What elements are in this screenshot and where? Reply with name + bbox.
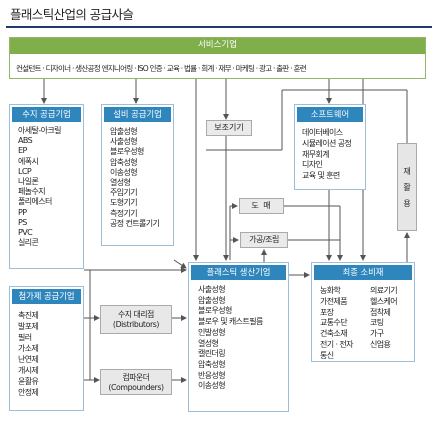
list-item: 페놀수지 xyxy=(18,187,46,197)
list-item: 데이터베이스 xyxy=(302,128,343,137)
list-item: 개시제 xyxy=(18,366,39,375)
wholesale-box: 도 매 xyxy=(239,198,284,214)
compounders-label: 컴파운더 xyxy=(122,373,150,382)
resin-suppliers-box: 수지 공급기업 아세탈-아크릴 ABS EP 에폭시 LCP 나일론 페놀수지 … xyxy=(9,104,84,269)
recycle-char: 용 xyxy=(403,199,411,208)
recycle-char: 활 xyxy=(403,183,411,192)
software-list: 데이터베이스 시뮬레이션 공정 재무회계 디자인 교육 및 훈련 xyxy=(302,128,352,182)
services-header: 서비스기업 xyxy=(10,38,425,54)
processing-assembly-box: 가공/조립 xyxy=(240,232,288,248)
plastic-producers-header: 플래스틱 생산기업 xyxy=(191,265,286,280)
list-item: 가구 xyxy=(370,329,384,339)
list-item: PVC xyxy=(18,228,33,238)
list-item: 디자인 xyxy=(302,160,323,170)
plastic-producers-box: 플래스틱 생산기업 사출성형 압출성형 블로우성형 블로우 및 캐스트필름 인발… xyxy=(188,262,289,412)
list-item: LCP xyxy=(18,166,32,176)
list-item: PP xyxy=(18,207,27,217)
list-item: 블로우성형 xyxy=(198,306,232,316)
list-item: 열성형 xyxy=(110,178,131,188)
list-item: 포장 xyxy=(320,307,334,317)
list-item: 실리콘 xyxy=(18,238,39,248)
list-item: EP xyxy=(18,146,27,156)
title-divider xyxy=(6,26,432,28)
compounders-box: 컴파운더 (Compounders) xyxy=(100,369,172,395)
list-item: 촉진제 xyxy=(18,311,39,320)
equipment-suppliers-header: 설비 공급기업 xyxy=(104,107,171,122)
list-item: 열성형 xyxy=(198,338,219,348)
list-item: 통신 xyxy=(320,350,334,360)
recycle-box: 재 활 용 xyxy=(397,143,417,231)
list-item: 재무회계 xyxy=(302,149,330,159)
final-consumer-goods-header: 최종 소비재 xyxy=(314,265,412,280)
list-item: 주입기기 xyxy=(110,188,138,198)
list-item: 인발성형 xyxy=(198,327,226,337)
list-item: 이송성형 xyxy=(198,381,226,391)
list-item: 농화학 xyxy=(320,286,341,295)
software-header: 소프트웨어 xyxy=(297,107,363,122)
resin-suppliers-list: 아세탈-아크릴 ABS EP 에폭시 LCP 나일론 페놀수지 폴리에스터 PP… xyxy=(18,126,61,248)
list-item: 아세탈-아크릴 xyxy=(18,126,61,135)
additive-suppliers-box: 첨가제 공급기업 촉진제 발포제 필러 가소제 난연제 개시제 윤활유 안정제 xyxy=(9,286,84,411)
distributors-label: 수지 대리점 xyxy=(118,310,154,319)
list-item: 가소제 xyxy=(18,344,39,353)
recycle-label: 재 활 용 xyxy=(398,164,416,212)
list-item: 사출성형 xyxy=(110,137,138,147)
list-item: 신업용 xyxy=(370,339,391,349)
consumer-list-left: 농화학 가전제품 포장 교통수단 건축소재 전기 · 전자 통신 xyxy=(320,286,353,362)
list-item: 폴리에스터 xyxy=(18,197,52,207)
services-box: 서비스기업 컨설턴트 · 디자이너 · 생산공정 엔지니어링 · ISO 인증 … xyxy=(9,37,426,79)
additive-suppliers-header: 첨가제 공급기업 xyxy=(12,289,81,304)
list-item: 압축성형 xyxy=(110,157,138,167)
list-item: 압출성형 xyxy=(198,295,226,305)
list-item: 이송성형 xyxy=(110,167,138,177)
list-item: 측정기기 xyxy=(110,208,138,218)
list-item: 압출성형 xyxy=(110,127,138,136)
list-item: 안정제 xyxy=(18,388,39,397)
distributors-box: 수지 대리점 (Distributors) xyxy=(100,305,172,334)
list-item: 블로우 및 캐스트필름 xyxy=(198,317,263,327)
list-item: 발포제 xyxy=(18,322,39,331)
list-item: 건축소재 xyxy=(320,329,348,339)
list-item: 윤활유 xyxy=(18,377,39,386)
final-consumer-goods-box: 최종 소비재 농화학 가전제품 포장 교통수단 건축소재 전기 · 전자 통신 … xyxy=(311,262,415,362)
list-item: 블로우성형 xyxy=(110,147,144,157)
list-item: 공정 컨트롤기기 xyxy=(110,218,160,228)
additive-suppliers-list: 촉진제 발포제 필러 가소제 난연제 개시제 윤활유 안정제 xyxy=(18,310,39,398)
equipment-suppliers-box: 설비 공급기업 압출성형 사출성형 블로우성형 압축성형 이송성형 열성형 주입… xyxy=(101,104,174,246)
list-item: 시뮬레이션 공정 xyxy=(302,138,352,148)
list-item: 캘린더링 xyxy=(198,349,226,359)
list-item: 교통수단 xyxy=(320,318,348,328)
list-item: 의료기기 xyxy=(370,286,398,295)
list-item: 난연제 xyxy=(18,355,39,364)
resin-suppliers-header: 수지 공급기업 xyxy=(12,107,81,122)
list-item: 가전제품 xyxy=(320,296,348,306)
list-item: 반응성형 xyxy=(198,370,226,380)
list-item: 코팅 xyxy=(370,318,384,328)
distributors-sublabel: (Distributors) xyxy=(112,320,160,329)
plastic-producers-list: 사출성형 압출성형 블로우성형 블로우 및 캐스트필름 인발성형 열성형 캘린더… xyxy=(198,285,263,392)
list-item: PS xyxy=(18,217,27,227)
list-item: 전기 · 전자 xyxy=(320,339,353,349)
list-item: 도형기기 xyxy=(110,198,138,208)
list-item: 에폭시 xyxy=(18,156,39,166)
equipment-suppliers-list: 압출성형 사출성형 블로우성형 압축성형 이송성형 열성형 주입기기 도형기기 … xyxy=(110,127,160,229)
compounders-sublabel: (Compounders) xyxy=(108,383,164,392)
list-item: 필러 xyxy=(18,333,32,342)
recycle-char: 재 xyxy=(403,167,411,176)
software-box: 소프트웨어 데이터베이스 시뮬레이션 공정 재무회계 디자인 교육 및 훈련 xyxy=(294,104,366,190)
consumer-list-right: 의료기기 헬스케어 접착제 코팅 가구 신업용 xyxy=(370,286,398,351)
auxiliary-equipment-box: 보조기기 xyxy=(206,120,252,136)
page-title: 플래스틱산업의 공급사슬 xyxy=(10,7,134,22)
list-item: 접착제 xyxy=(370,307,391,317)
list-item: 교육 및 훈련 xyxy=(302,171,340,181)
list-item: 나일론 xyxy=(18,177,39,187)
list-item: 사출성형 xyxy=(198,285,226,294)
list-item: 압축성형 xyxy=(198,359,226,369)
list-item: 헬스케어 xyxy=(370,296,398,306)
list-item: ABS xyxy=(18,136,33,146)
services-items: 컨설턴트 · 디자이너 · 생산공정 엔지니어링 · ISO 인증 · 교육 ·… xyxy=(16,64,307,73)
